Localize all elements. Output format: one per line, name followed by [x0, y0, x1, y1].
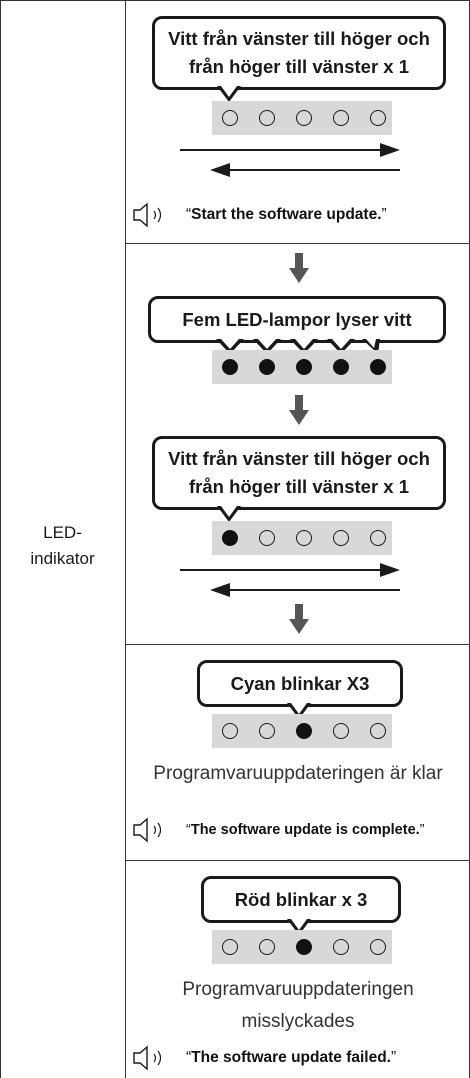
led-4: [333, 723, 349, 739]
sound-text: The software update is complete.: [190, 822, 420, 838]
bubble-cyan-blink: Cyan blinkar X3: [197, 660, 403, 707]
sweep-arrows: [180, 563, 400, 597]
led-bar: [212, 930, 392, 964]
led-3: [296, 110, 312, 126]
update-failed-caption: Programvaruuppdateringen misslyckades: [182, 979, 414, 1032]
led-1: [222, 530, 238, 546]
led-3: [296, 530, 312, 546]
led-3: [296, 939, 312, 955]
bubble-pointer: [217, 506, 241, 522]
bubble-pointer: [217, 86, 241, 102]
sound-text: The software update failed.: [191, 1049, 391, 1066]
led-3: [296, 359, 312, 375]
led-4: [333, 939, 349, 955]
led-4: [333, 359, 349, 375]
bubble-pointer: [287, 919, 311, 935]
led-1: [222, 723, 238, 739]
column-divider: [125, 0, 126, 1078]
down-arrow-icon: [289, 253, 309, 283]
bubble-pointer: [287, 703, 311, 719]
table-border-left: [0, 0, 1, 1078]
led-5: [370, 723, 386, 739]
bubble-red-blink: Röd blinkar x 3: [201, 876, 401, 923]
table-border-top: [0, 0, 470, 1]
led-2: [259, 359, 275, 375]
right-arrow-icon: [380, 143, 400, 157]
speaker-icon: [133, 202, 162, 228]
sound-message: “The software update failed.”: [132, 1043, 396, 1073]
led-2: [259, 723, 275, 739]
led-bar: [212, 521, 392, 555]
section-divider-1: [125, 243, 470, 244]
led-bar: [212, 350, 392, 384]
left-arrow-icon: [210, 583, 230, 597]
row-label-led-indikator: LED- indikator: [30, 523, 95, 568]
led-3: [296, 723, 312, 739]
section-divider-3: [125, 860, 470, 861]
update-complete-caption: Programvaruuppdateringen är klar: [153, 763, 443, 784]
sound-message: “The software update is complete.”: [132, 815, 425, 845]
section-divider-2: [125, 644, 470, 645]
sweep-arrows: [180, 143, 400, 177]
led-bar: [212, 101, 392, 135]
sound-message: “Start the software update.”: [132, 200, 387, 230]
led-5: [370, 530, 386, 546]
bubble-sweep-white: Vitt från vänster till höger och från hö…: [152, 436, 446, 510]
led-1: [222, 110, 238, 126]
led-5: [370, 939, 386, 955]
led-2: [259, 530, 275, 546]
led-bar: [212, 714, 392, 748]
led-2: [259, 939, 275, 955]
sound-text: Start the software update.: [191, 206, 382, 223]
led-4: [333, 110, 349, 126]
down-arrow-icon: [289, 395, 309, 425]
led-1: [222, 939, 238, 955]
bubble-sweep-white: Vitt från vänster till höger och från hö…: [152, 16, 446, 90]
bubble-all-white: Fem LED-lampor lyser vitt: [148, 296, 446, 343]
led-2: [259, 110, 275, 126]
down-arrow-icon: [289, 604, 309, 634]
left-arrow-icon: [210, 163, 230, 177]
speaker-icon: [133, 1045, 162, 1071]
led-5: [370, 110, 386, 126]
led-4: [333, 530, 349, 546]
led-1: [222, 359, 238, 375]
led-5: [370, 359, 386, 375]
right-arrow-icon: [380, 563, 400, 577]
speaker-icon: [133, 817, 162, 843]
